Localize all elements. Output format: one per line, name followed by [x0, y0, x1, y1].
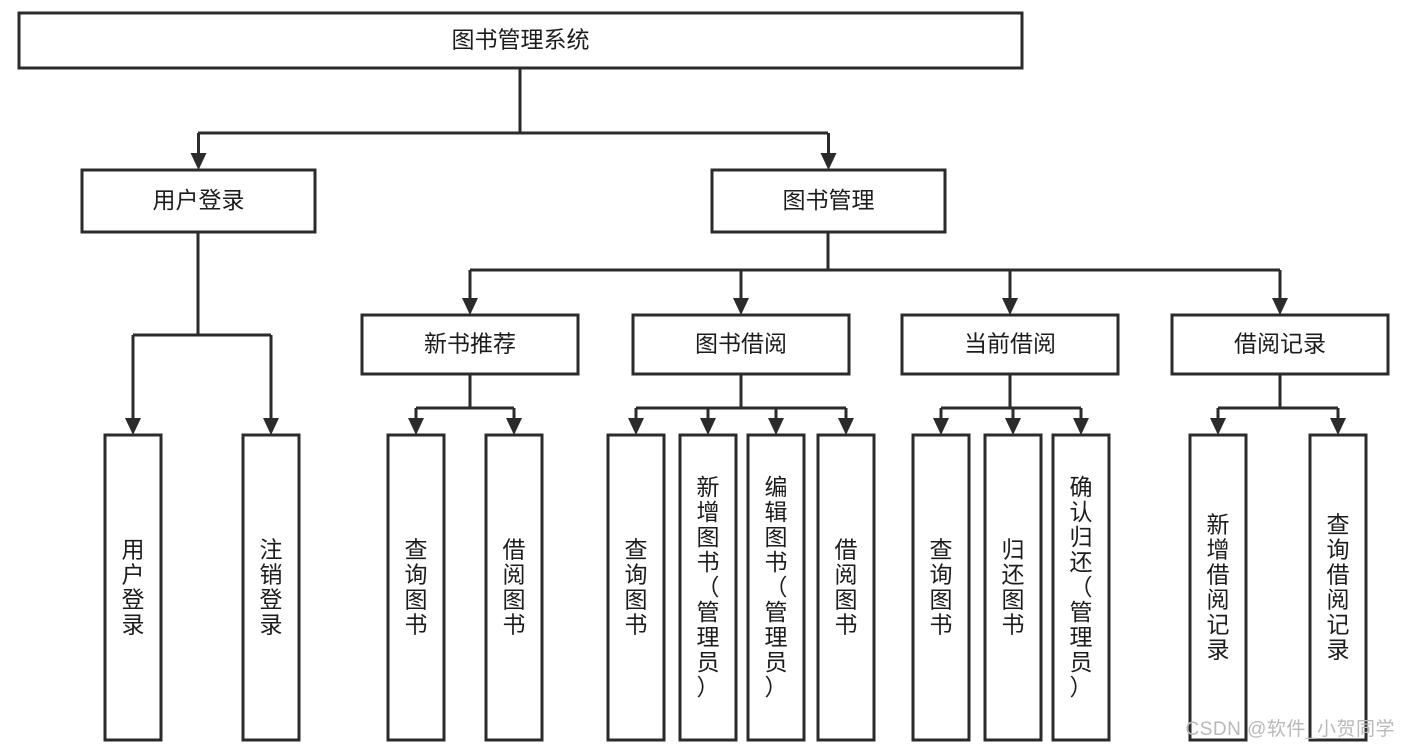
connector-arrow-current-borrow-head	[1002, 298, 1018, 315]
node-user-login[interactable]: 用户登录	[80, 168, 317, 234]
node-borrow-record[interactable]: 借阅记录	[1170, 313, 1390, 376]
node-box-leaf-query-book-borrow	[606, 433, 666, 742]
node-root[interactable]: 图书管理系统	[17, 11, 1024, 70]
connector-arrow-leaf-borrow-book-recommend-head	[506, 418, 522, 435]
node-label-leaf-edit-book: 编辑图书（管理员）	[765, 474, 788, 700]
connector-arrow-leaf-logout-head	[263, 418, 279, 435]
node-label-book-borrow: 图书借阅	[695, 331, 787, 357]
node-box-leaf-add-borrow-record	[1188, 433, 1248, 742]
node-label-leaf-borrow-book: 借阅图书	[835, 537, 858, 638]
node-leaf-logout[interactable]: 注销登录	[241, 433, 301, 742]
node-leaf-return-book[interactable]: 归还图书	[983, 433, 1043, 742]
node-box-leaf-query-borrow-record	[1308, 433, 1368, 742]
node-leaf-borrow-book[interactable]: 借阅图书	[816, 433, 876, 742]
node-book-borrow[interactable]: 图书借阅	[631, 313, 851, 376]
connector-arrow-leaf-add-book-head	[700, 418, 716, 435]
node-box-leaf-edit-book	[746, 433, 806, 742]
node-label-leaf-user-login: 用户登录	[122, 537, 145, 638]
node-leaf-user-login[interactable]: 用户登录	[103, 433, 163, 742]
node-label-current-borrow: 当前借阅	[964, 331, 1056, 357]
node-box-leaf-logout	[241, 433, 301, 742]
node-label-leaf-return-book: 归还图书	[1002, 537, 1025, 638]
node-box-book-management	[710, 168, 947, 234]
node-box-leaf-query-book-recommend	[386, 433, 446, 742]
node-box-leaf-user-login	[103, 433, 163, 742]
nodes-layer: 图书管理系统用户登录图书管理新书推荐图书借阅当前借阅借阅记录用户登录注销登录查询…	[17, 11, 1390, 742]
node-new-book-recommend[interactable]: 新书推荐	[360, 313, 580, 376]
node-label-leaf-query-book-recommend: 查询图书	[405, 537, 428, 638]
node-box-root	[17, 11, 1024, 70]
node-label-leaf-confirm-return: 确认归还（管理员）	[1070, 474, 1093, 700]
connector-arrow-leaf-query-book-borrow-head	[628, 418, 644, 435]
node-box-user-login	[80, 168, 317, 234]
node-leaf-borrow-book-recommend[interactable]: 借阅图书	[484, 433, 544, 742]
node-leaf-confirm-return[interactable]: 确认归还（管理员）	[1051, 433, 1111, 742]
connector-arrow-leaf-query-book-recommend-head	[408, 418, 424, 435]
connector-arrow-leaf-edit-book-head	[768, 418, 784, 435]
watermark: CSDN @软件_小贺同学	[1185, 719, 1395, 740]
node-box-leaf-borrow-book	[816, 433, 876, 742]
node-box-leaf-add-book	[678, 433, 738, 742]
connector-arrow-leaf-add-borrow-record-head	[1210, 418, 1226, 435]
node-box-leaf-return-book	[983, 433, 1043, 742]
node-leaf-query-borrow-record[interactable]: 查询借阅记录	[1308, 433, 1368, 742]
node-book-management[interactable]: 图书管理	[710, 168, 947, 234]
node-leaf-add-borrow-record[interactable]: 新增借阅记录	[1188, 433, 1248, 742]
node-label-book-management: 图书管理	[783, 187, 875, 213]
connector-arrow-leaf-query-book-current-head	[933, 418, 949, 435]
node-box-current-borrow	[900, 313, 1120, 376]
node-leaf-query-book-current[interactable]: 查询图书	[911, 433, 971, 742]
connector-arrow-borrow-record-head	[1272, 298, 1288, 315]
connector-arrow-user-login-head	[190, 153, 207, 170]
node-box-leaf-query-book-current	[911, 433, 971, 742]
node-label-leaf-borrow-book-recommend: 借阅图书	[503, 537, 526, 638]
connector-arrow-book-borrow-head	[733, 298, 749, 315]
node-label-leaf-query-book-current: 查询图书	[930, 537, 953, 638]
node-leaf-edit-book[interactable]: 编辑图书（管理员）	[746, 433, 806, 742]
node-box-new-book-recommend	[360, 313, 580, 376]
node-leaf-query-book-borrow[interactable]: 查询图书	[606, 433, 666, 742]
node-label-leaf-query-borrow-record: 查询借阅记录	[1327, 512, 1350, 663]
connector-arrow-new-book-recommend-head	[462, 298, 478, 315]
node-label-leaf-add-borrow-record: 新增借阅记录	[1207, 512, 1230, 663]
node-box-borrow-record	[1170, 313, 1390, 376]
connector-arrow-leaf-user-login-head	[125, 418, 141, 435]
node-label-leaf-query-book-borrow: 查询图书	[625, 537, 648, 638]
connector-arrow-leaf-return-book-head	[1005, 418, 1021, 435]
node-box-book-borrow	[631, 313, 851, 376]
connector-arrow-book-management-head	[820, 153, 837, 170]
node-label-user-login: 用户登录	[153, 187, 245, 213]
node-label-borrow-record: 借阅记录	[1234, 331, 1326, 357]
node-label-leaf-logout: 注销登录	[260, 537, 283, 638]
connectors-layer	[125, 68, 1346, 435]
node-label-leaf-add-book: 新增图书（管理员）	[697, 474, 720, 700]
node-box-leaf-confirm-return	[1051, 433, 1111, 742]
node-leaf-add-book[interactable]: 新增图书（管理员）	[678, 433, 738, 742]
connector-arrow-leaf-borrow-book-head	[838, 418, 854, 435]
node-label-root: 图书管理系统	[452, 27, 590, 53]
connector-arrow-leaf-query-borrow-record-head	[1330, 418, 1346, 435]
node-label-new-book-recommend: 新书推荐	[424, 331, 516, 357]
node-box-leaf-borrow-book-recommend	[484, 433, 544, 742]
node-leaf-query-book-recommend[interactable]: 查询图书	[386, 433, 446, 742]
connector-arrow-leaf-confirm-return-head	[1073, 418, 1089, 435]
node-current-borrow[interactable]: 当前借阅	[900, 313, 1120, 376]
